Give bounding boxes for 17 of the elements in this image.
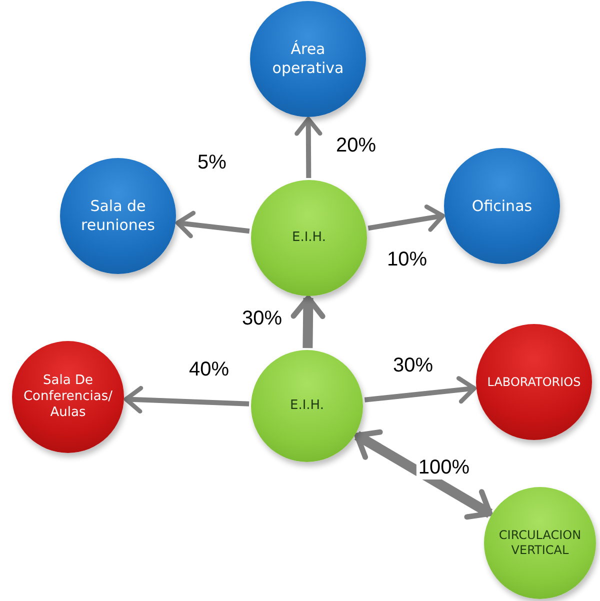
arrow [368,204,445,232]
arrow [294,116,322,178]
node-label: E.I.H. [290,230,327,246]
node-label: CIRCULACION VERTICAL [498,528,582,558]
node-label: Oficinas [470,196,534,216]
arrow [290,295,326,348]
arrow [364,376,477,404]
edge-label: 100% [416,456,472,480]
node-label: Área operativa [271,40,345,78]
node-label: E.I.H. [288,398,325,414]
node-label: Sala de reuniones [80,197,156,235]
circle-node [484,487,596,599]
arrow [175,210,250,238]
arrow [124,386,250,414]
node-label: Sala De Conferencias/ Aulas [22,372,114,422]
node-label: LABORATORIOS [486,374,582,390]
arrow [354,429,493,520]
